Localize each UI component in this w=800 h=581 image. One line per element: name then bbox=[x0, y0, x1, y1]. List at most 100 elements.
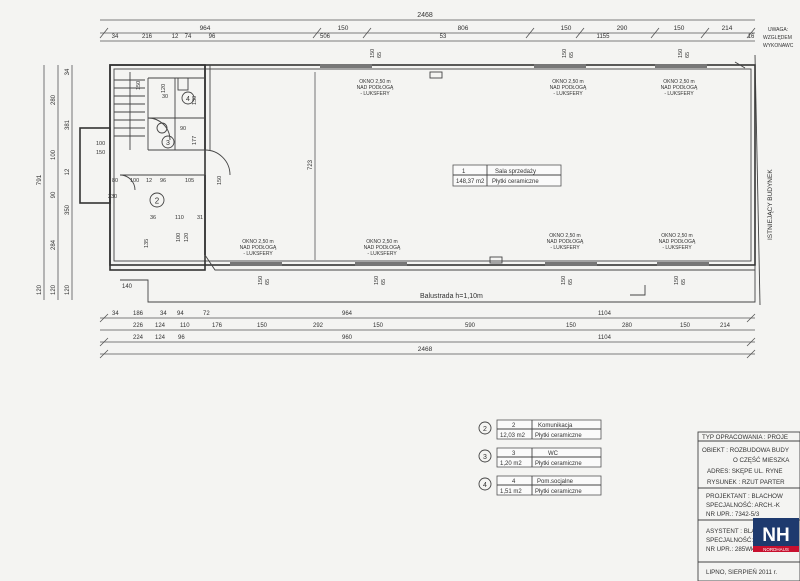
left-dim-100: 100 bbox=[51, 149, 57, 160]
top-dim2-12: 12 bbox=[172, 34, 179, 40]
id-150: 150 bbox=[136, 81, 142, 90]
top-right-note: UWAGA: WZGLĘDEM WYKONAWC bbox=[763, 27, 794, 49]
door-swing-entrance bbox=[119, 174, 136, 191]
wd-top2: 150 bbox=[562, 49, 568, 58]
note-line-1: UWAGA: bbox=[768, 27, 788, 33]
win-bot-4-l1: OKNO 2,50 m bbox=[661, 233, 692, 239]
id-100: 100 bbox=[96, 141, 105, 147]
id-30: 30 bbox=[162, 94, 168, 100]
left-dim-264: 284 bbox=[51, 239, 57, 250]
win-top-3-l2: NAD PODŁOGĄ bbox=[661, 85, 698, 91]
bottom-dimensions: 34 186 34 94 72 964 1104 226 124 110 176… bbox=[99, 311, 756, 359]
legend-room3-area: 1,20 m2 bbox=[500, 461, 522, 467]
legend-room2-floor: Płytki ceramiczne bbox=[535, 433, 582, 439]
win-bot-4-l3: - LUKSFERY bbox=[662, 245, 692, 251]
win-top-2-l1: OKNO 2,50 m bbox=[552, 79, 583, 85]
bot-dim2-292: 292 bbox=[313, 323, 324, 329]
bot-dim-34: 34 bbox=[112, 311, 119, 317]
wd-bot3: 150 bbox=[561, 276, 567, 285]
legend-room2-name: Komunikacja bbox=[538, 423, 573, 429]
wd-bot2: 150 bbox=[374, 276, 380, 285]
win-bot-1-l3: - LUKSFERY bbox=[243, 251, 273, 257]
legend-room3-name: WC bbox=[548, 451, 559, 457]
win-bot-4-l2: NAD PODŁOGĄ bbox=[659, 239, 696, 245]
id-130: 130 bbox=[192, 96, 198, 105]
top-dim2-53: 53 bbox=[440, 34, 447, 40]
left-dim-12: 12 bbox=[65, 168, 71, 175]
top-dim-214: 214 bbox=[722, 25, 733, 32]
tb-drawing: RYSUNEK : RZUT PARTER bbox=[707, 479, 785, 486]
room-marker-2: 2 bbox=[155, 197, 160, 206]
bot-dim2-150c: 150 bbox=[566, 323, 577, 329]
bot-dim-964: 964 bbox=[342, 311, 353, 317]
id-12: 12 bbox=[146, 178, 152, 184]
room1-area: 148,37 m2 bbox=[456, 179, 485, 185]
top-dim-150a: 150 bbox=[338, 25, 349, 32]
id-150c: 150 bbox=[217, 176, 223, 185]
wd-top1: 150 bbox=[370, 49, 376, 58]
left-dim-791: 791 bbox=[36, 174, 43, 185]
top-dim-150b: 150 bbox=[561, 25, 572, 32]
top-dim-806: 806 bbox=[458, 25, 469, 32]
window-labels-bottom: OKNO 2,50 m NAD PODŁOGĄ - LUKSFERY OKNO … bbox=[240, 233, 696, 257]
id-135: 135 bbox=[144, 239, 150, 248]
legend-room4-floor: Płytki ceramiczne bbox=[535, 489, 582, 495]
top-dim2-74: 74 bbox=[185, 34, 192, 40]
bot-overall-dim: 2468 bbox=[418, 346, 433, 353]
left-dimensions: 791 280 381 100 90 350 284 120 120 120 3… bbox=[36, 65, 73, 300]
bot-dim2-590: 590 bbox=[465, 323, 476, 329]
id-110: 110 bbox=[175, 215, 184, 221]
win-bot-3-l1: OKNO 2,50 m bbox=[549, 233, 580, 239]
tb-nr-upr2: NR UPR.: 285Wk bbox=[706, 546, 755, 553]
tb-object-1: OBIEKT : ROZBUDOWA BUDY bbox=[702, 447, 789, 454]
win-top-1-l3: - LUKSFERY bbox=[360, 91, 390, 97]
id-723: 723 bbox=[308, 159, 314, 170]
wd-bot1b: 65 bbox=[265, 279, 271, 285]
room-marker-3: 3 bbox=[166, 140, 170, 147]
room1-num: 1 bbox=[462, 169, 466, 175]
building-outline bbox=[79, 54, 761, 306]
tb-place-date: LIPNO, SIERPIEŃ 2011 r. bbox=[706, 569, 777, 576]
id-36: 36 bbox=[150, 215, 156, 221]
left-dim-120c: 120 bbox=[65, 284, 71, 295]
legend-room2-num: 2 bbox=[512, 423, 516, 429]
room-1-label: 1 Sala sprzedaży 148,37 m2 Płytki cerami… bbox=[452, 164, 562, 187]
top-dim2-34: 34 bbox=[112, 34, 119, 40]
id-100b: 100 bbox=[130, 178, 139, 184]
logo-text: NH bbox=[762, 525, 789, 546]
bot-dim-72: 72 bbox=[203, 311, 210, 317]
win-top-1-l2: NAD PODŁOGĄ bbox=[357, 85, 394, 91]
section-arrow bbox=[630, 285, 646, 296]
tb-spec2: SPECJALNOŚĆ: KONSTR bbox=[706, 536, 781, 544]
bot-dim2-110: 110 bbox=[180, 323, 190, 329]
staircase bbox=[114, 72, 145, 150]
id-140: 140 bbox=[122, 284, 133, 290]
id-100c: 100 bbox=[176, 233, 182, 242]
id-31: 31 bbox=[197, 215, 203, 221]
legend-room2-area: 12,03 m2 bbox=[500, 433, 526, 439]
bot-dim-186: 186 bbox=[133, 311, 144, 317]
legend-room3-marker: 3 bbox=[483, 454, 487, 461]
tb-designer: PROJEKTANT : BLACHOW bbox=[706, 493, 783, 500]
note-line-3: WYKONAWC bbox=[763, 43, 794, 49]
windows-bottom-row bbox=[230, 256, 709, 266]
wd-bot4b: 65 bbox=[681, 279, 687, 285]
note-line-2: WZGLĘDEM bbox=[763, 35, 792, 41]
tb-spec: SPECJALNOŚĆ: ARCH.-K bbox=[706, 501, 781, 509]
id-120: 120 bbox=[161, 84, 167, 93]
wd-top3: 150 bbox=[678, 49, 684, 58]
id-177: 177 bbox=[192, 136, 198, 145]
bot-dim2-150b: 150 bbox=[373, 323, 384, 329]
nordhaus-logo: NH NORDHAUS bbox=[753, 518, 799, 552]
top-dim2-1155: 1155 bbox=[597, 34, 611, 40]
bot-dim2-150d: 150 bbox=[680, 323, 691, 329]
left-dim-34: 34 bbox=[65, 68, 71, 75]
window-dims: 150 65 150 65 150 65 150 65 150 65 150 6… bbox=[258, 49, 691, 285]
sink-fixture bbox=[177, 77, 189, 91]
room1-floor: Płytki ceramiczne bbox=[492, 179, 539, 185]
win-top-3-l1: OKNO 2,50 m bbox=[663, 79, 694, 85]
win-bot-2-l1: OKNO 2,50 m bbox=[366, 239, 397, 245]
win-top-1-l1: OKNO 2,50 m bbox=[359, 79, 390, 85]
win-bot-1-l2: NAD PODŁOGĄ bbox=[240, 245, 277, 251]
